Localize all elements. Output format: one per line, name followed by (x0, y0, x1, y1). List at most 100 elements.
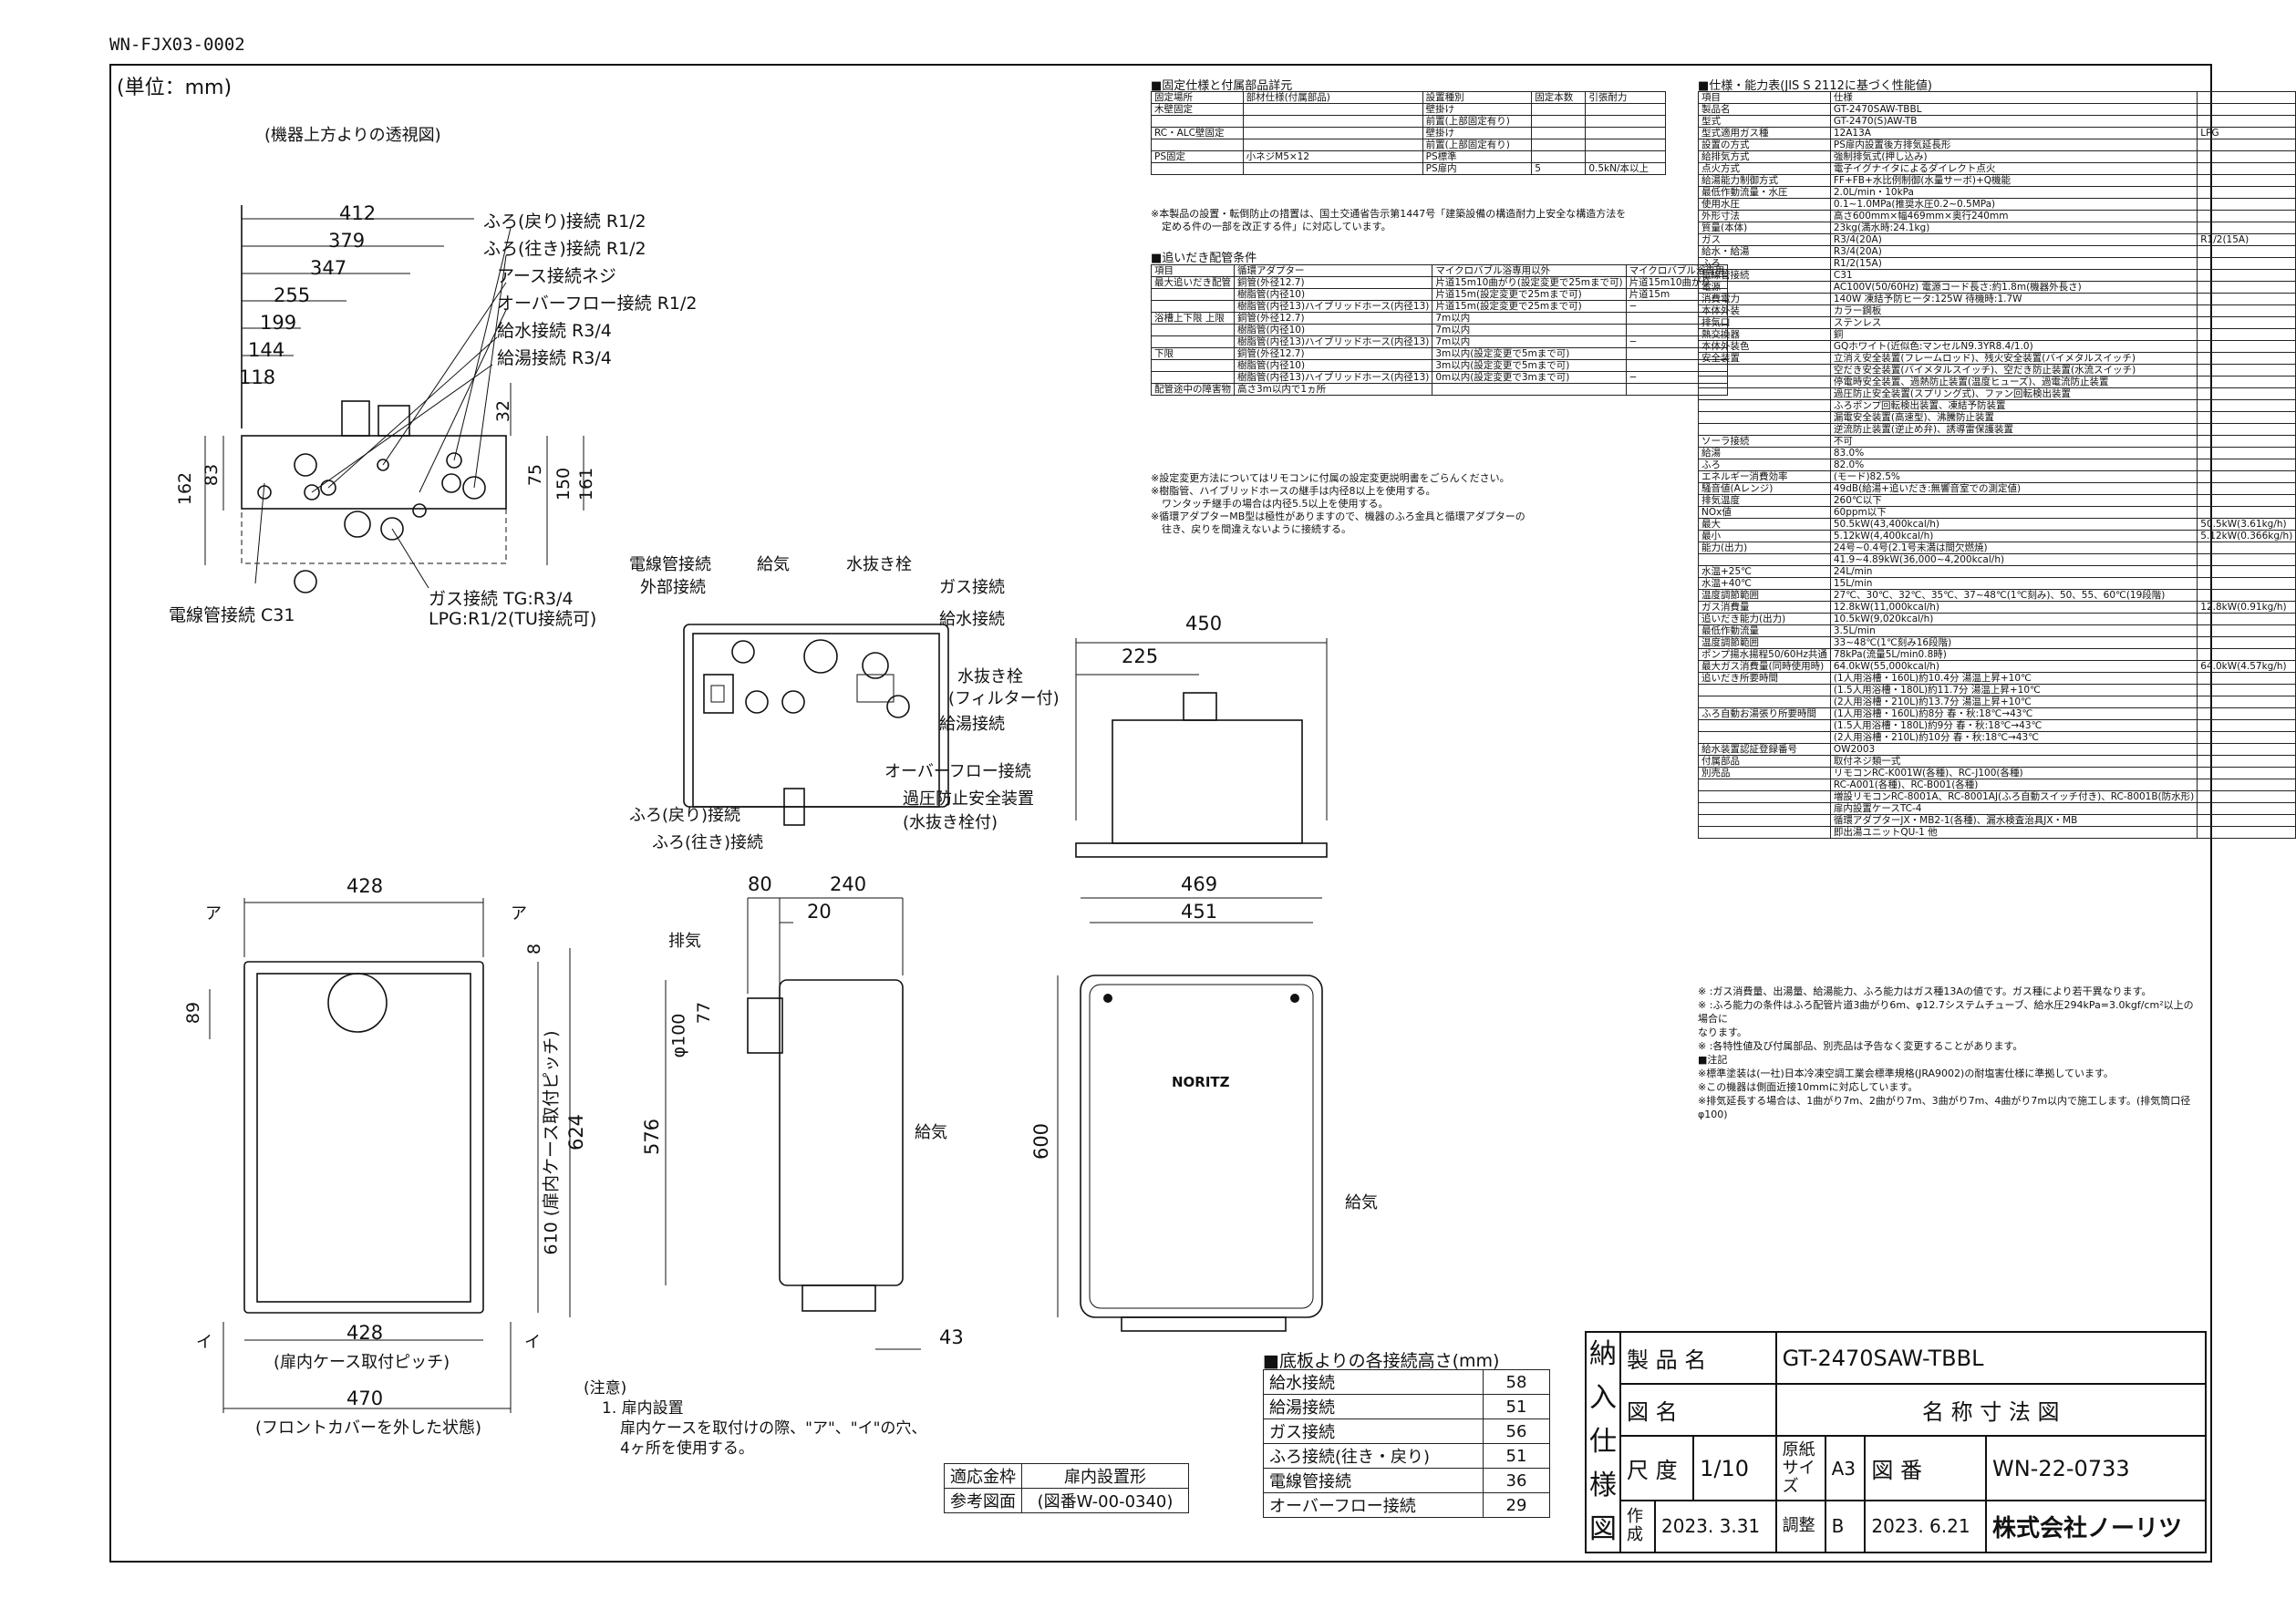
spec-value: 強制排気式(押し込み) (1829, 150, 2198, 163)
spec-item: 給湯能力制御方式 (1698, 174, 1831, 187)
spec-value-lpg: 50.5kW(3.61kg/h) (2197, 518, 2296, 531)
spec-item (1698, 684, 1831, 696)
heights-title: ■底板よりの各接続高さ(mm) (1263, 1351, 1500, 1371)
spec-row: 追いだき能力(出力)10.5kW(9,020kcal/h) (1698, 613, 2296, 625)
drawing-name: 名 称 寸 法 図 (1774, 1383, 2208, 1438)
spec-item: NOx値 (1698, 506, 1831, 519)
spec-value: 循環アダプターJX・MB2-1(各種)、漏水検査治具JX・MB (1829, 814, 2198, 827)
piping-cell: 樹脂管(内径10) (1233, 359, 1433, 372)
spec-value: 33~48℃(1℃刻み16段階) (1829, 636, 2198, 649)
spec-value-lpg (2197, 91, 2296, 104)
fixing-note-line: ※本製品の設置・転倒防止の措置は、国土交通省告示第1447号「建築設備の構造耐力… (1151, 208, 1627, 220)
fixing-header: 固定本数 (1531, 91, 1587, 104)
spec-row: 騒音値(Aレンジ)49dB(給湯+追いだき:無響音室での測定値) (1698, 482, 2296, 495)
spec-item: 最小 (1698, 530, 1831, 542)
fixing-cell: 前置(上部固定有り) (1422, 115, 1533, 128)
spec-value-lpg (2197, 222, 2296, 234)
piping-note-line: ワンタッチ継手の場合は内径5.5以上を使用する。 (1162, 498, 1389, 510)
spec-value: PS扉内設置後方排気延長形 (1829, 139, 2198, 151)
spec-item: 騒音値(Aレンジ) (1698, 482, 1831, 495)
spec-value: 64.0kW(55,000kcal/h) (1829, 660, 2198, 673)
label-conduit: 電線管接続 C31 (169, 605, 295, 625)
spec-row: (1.5人用浴槽・180L)約11.7分 湯温上昇+10℃ (1698, 684, 2296, 696)
fc-pitch-label: (扉内ケース取付ピッチ) (274, 1353, 450, 1372)
spec-row: 即出湯ユニットQU-1 他 (1698, 826, 2296, 839)
spec-value: (2人用浴槽・210L)約13.7分 湯温上昇+10℃ (1829, 696, 2198, 708)
fc-dim-428-bottom: 428 (346, 1322, 384, 1344)
top-view-caption: (機器上方よりの透視図) (264, 126, 441, 145)
fv-brand-logo: NORITZ (1172, 1074, 1230, 1090)
spec-value: 15L/min (1829, 577, 2198, 590)
spec-row: (2人用浴槽・210L)約13.7分 湯温上昇+10℃ (1698, 696, 2296, 708)
spec-value-lpg (2197, 743, 2296, 756)
spec-value-lpg (2197, 103, 2296, 116)
spec-value: 24号~0.4号(2.1号未満は間欠燃焼) (1829, 542, 2198, 554)
spec-value-lpg (2197, 423, 2296, 436)
spec-value-lpg: 5.12kW(0.366kg/h) (2197, 530, 2296, 542)
height-label: 電線管接続 (1263, 1468, 1484, 1493)
fixing-cell: 前置(上部固定有り) (1422, 139, 1533, 151)
spec-value-lpg (2197, 435, 2296, 448)
fixing-cell (1585, 103, 1666, 116)
spec-row: 41.9~4.89kW(36,000~4,200kcal/h) (1698, 553, 2296, 566)
spec-value: (1.5人用浴槽・180L)約11.7分 湯温上昇+10℃ (1829, 684, 2198, 696)
fixing-cell (1151, 139, 1244, 151)
side-char: 入 (1589, 1382, 1617, 1414)
piping-cell: 銅管(外径12.7) (1233, 276, 1433, 289)
spec-value-lpg (2197, 589, 2296, 602)
piping-cell: 樹脂管(内径13)ハイブリッドホース(内径13) (1233, 371, 1433, 384)
spec-value-lpg (2197, 162, 2296, 175)
spec-value: 140W 凍結予防ヒータ:125W 待機時:1.7W (1829, 293, 2198, 305)
dim-347: 347 (310, 257, 347, 279)
height-value: 36 (1483, 1468, 1550, 1493)
label-furo-go: ふろ(往き)接続 R1/2 (483, 239, 646, 259)
piping-cell: 樹脂管(内径13)ハイブリッドホース(内径13) (1233, 300, 1433, 313)
spec-item: 本体外装色 (1698, 340, 1831, 353)
spec-row: ふろポンプ回転検出装置、凍結予防装置 (1698, 399, 2296, 412)
dim-144: 144 (248, 339, 285, 361)
spec-value: GT-2470SAW-TBBL (1829, 103, 2198, 116)
label-earth: アース接続ネジ (497, 266, 616, 286)
adjust-label: 調整 (1774, 1499, 1826, 1554)
spec-value-lpg (2197, 719, 2296, 732)
fixing-cell (1585, 150, 1666, 163)
spec-note-line: なります。 (1698, 1026, 1747, 1038)
spec-value: 50.5kW(43,400kcal/h) (1829, 518, 2198, 531)
piping-cell: 片道15m10曲がり(設定変更で25mまで可) (1432, 276, 1627, 289)
dim-225: 225 (1122, 645, 1159, 667)
spec-row: 追いだき所要時間(1人用浴槽・160L)約10.4分 湯温上昇+10℃ (1698, 672, 2296, 685)
piping-notes: ※設定変更方法についてはリモコンに付属の設定変更説明書をごらんください。 ※樹脂… (1151, 472, 1525, 536)
spec-value-lpg (2197, 494, 2296, 507)
spec-item: 外形寸法 (1698, 210, 1831, 222)
spec-value: AC100V(50/60Hz) 電源コード長さ:約1.8m(機器外長さ) (1829, 281, 2198, 294)
piping-cell (1151, 359, 1235, 372)
spec-value-lpg (2197, 399, 2296, 412)
fv-dim-469: 469 (1181, 873, 1218, 895)
dim-118: 118 (239, 366, 276, 388)
bv-label-furo-go: ふろ(往き)接続 (652, 833, 764, 852)
piping-cell: 7m以内 (1432, 324, 1627, 336)
spec-item: 最低作動流量 (1698, 624, 1831, 637)
spec-value: 23kg(満水時:24.1kg) (1829, 222, 2198, 234)
fixing-cell: 小ネジM5×12 (1242, 150, 1423, 163)
sv-label-air: 給気 (915, 1123, 947, 1142)
piping-cell: 片道15m(設定変更で25mまで可) (1432, 288, 1627, 301)
label-hot-water: 給湯接続 R3/4 (497, 348, 612, 368)
bv-label-gas: ガス接続 (939, 578, 1005, 597)
spec-value: 不可 (1829, 435, 2198, 448)
spec-value-lpg (2197, 186, 2296, 199)
height-value: 51 (1483, 1394, 1550, 1419)
dim-83: 83 (202, 463, 222, 487)
spec-item: ふろ自動お湯張り所要時間 (1698, 707, 1831, 720)
spec-row: 排気口ステンレス (1698, 316, 2296, 329)
top-right-view (1075, 638, 1328, 858)
piping-note-line: 往き、戻りを間違えないように接続する。 (1162, 523, 1352, 535)
spec-value-lpg (2197, 755, 2296, 768)
spec-value-lpg: LPG (2197, 127, 2296, 139)
